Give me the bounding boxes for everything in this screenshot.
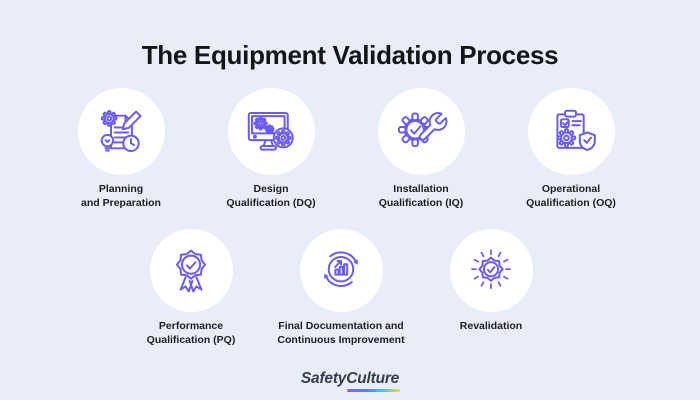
- stage-circle: [227, 88, 315, 175]
- stage-label: Final Documentation and Continuous Impro…: [277, 320, 405, 346]
- final-documentation-icon: [324, 250, 358, 287]
- installation-qualification-icon: [397, 111, 448, 147]
- stage-circle: [77, 88, 165, 175]
- stage-planning-preparation: Planning and Preparation: [46, 88, 196, 210]
- stage-circle: [449, 229, 533, 312]
- stage-revalidation: Revalidation: [416, 229, 566, 347]
- stage-label: Performance Qualification (PQ): [146, 320, 236, 346]
- stage-row-1: Planning and Preparation Design Qualific…: [0, 88, 696, 210]
- stage-installation-qualification: Installation Qualification (IQ): [346, 88, 496, 210]
- operational-qualification-icon: [556, 109, 596, 151]
- design-qualification-icon: [247, 111, 294, 151]
- performance-qualification-icon: [175, 249, 207, 292]
- stage-label: Revalidation: [459, 320, 523, 332]
- stage-label: Operational Qualification (OQ): [526, 183, 616, 209]
- page-title: The Equipment Validation Process: [141, 40, 559, 70]
- stage-label: Installation Qualification (IQ): [378, 183, 464, 209]
- stage-design-qualification: Design Qualification (DQ): [196, 88, 346, 210]
- brand-part-safety: Safety: [300, 370, 347, 387]
- stage-circle: [299, 229, 383, 312]
- stage-circle: [527, 88, 615, 175]
- stage-label: Design Qualification (DQ): [226, 183, 316, 209]
- stage-performance-qualification: Performance Qualification (PQ): [116, 229, 266, 347]
- brand-part-culture: Culture: [346, 370, 401, 392]
- stage-circle: [377, 88, 465, 175]
- stage-final-documentation: Final Documentation and Continuous Impro…: [266, 229, 416, 347]
- revalidation-icon: [471, 248, 511, 289]
- stage-label: Planning and Preparation: [81, 183, 161, 209]
- planning-preparation-icon: [100, 109, 142, 152]
- stage-row-2: Performance Qualification (PQ) Final Doc…: [0, 229, 691, 347]
- stage-operational-qualification: Operational Qualification (OQ): [496, 88, 646, 210]
- brand-gradient-underline: [347, 389, 401, 392]
- stage-circle: [149, 229, 233, 312]
